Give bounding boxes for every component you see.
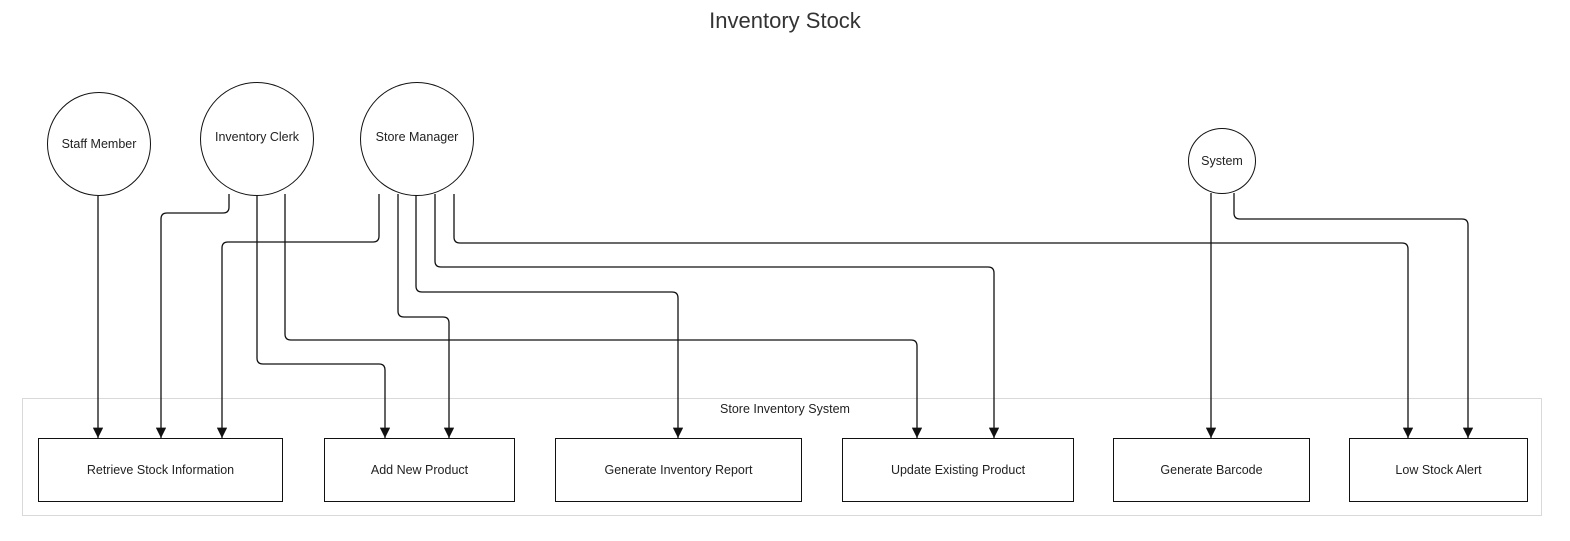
actor-staff-member-label: Staff Member — [61, 137, 137, 151]
link-manager-alert — [453, 194, 1414, 438]
usecase-add-product[interactable]: Add New Product — [324, 438, 515, 502]
actor-store-manager[interactable]: Store Manager — [360, 82, 474, 196]
usecase-generate-barcode-label: Generate Barcode — [1160, 463, 1263, 477]
link-manager-update — [434, 194, 1000, 438]
link-manager-report — [415, 194, 684, 438]
link-system-alert — [1233, 193, 1474, 438]
system-boundary-label: Store Inventory System — [720, 402, 850, 416]
system-boundary — [22, 398, 1542, 516]
usecase-low-stock-alert-label: Low Stock Alert — [1395, 463, 1482, 477]
actor-staff-member[interactable]: Staff Member — [47, 92, 151, 196]
usecase-low-stock-alert[interactable]: Low Stock Alert — [1349, 438, 1528, 502]
link-clerk-update — [284, 194, 923, 438]
usecase-retrieve-stock[interactable]: Retrieve Stock Information — [38, 438, 283, 502]
usecase-generate-report-label: Generate Inventory Report — [604, 463, 753, 477]
usecase-update-product[interactable]: Update Existing Product — [842, 438, 1074, 502]
link-clerk-retrieve — [155, 194, 230, 438]
actor-inventory-clerk[interactable]: Inventory Clerk — [200, 82, 314, 196]
actor-inventory-clerk-label: Inventory Clerk — [214, 130, 300, 144]
usecase-retrieve-stock-label: Retrieve Stock Information — [86, 463, 235, 477]
link-manager-retrieve — [216, 194, 380, 438]
usecase-update-product-label: Update Existing Product — [890, 463, 1026, 477]
link-clerk-add — [256, 194, 391, 438]
actor-system-label: System — [1201, 154, 1243, 168]
usecase-generate-report[interactable]: Generate Inventory Report — [555, 438, 802, 502]
actor-system[interactable]: System — [1188, 128, 1256, 194]
link-manager-add — [397, 194, 455, 438]
usecase-add-product-label: Add New Product — [370, 463, 469, 477]
usecase-generate-barcode[interactable]: Generate Barcode — [1113, 438, 1310, 502]
diagram-title: Inventory Stock — [709, 8, 861, 33]
actor-store-manager-label: Store Manager — [375, 130, 459, 144]
